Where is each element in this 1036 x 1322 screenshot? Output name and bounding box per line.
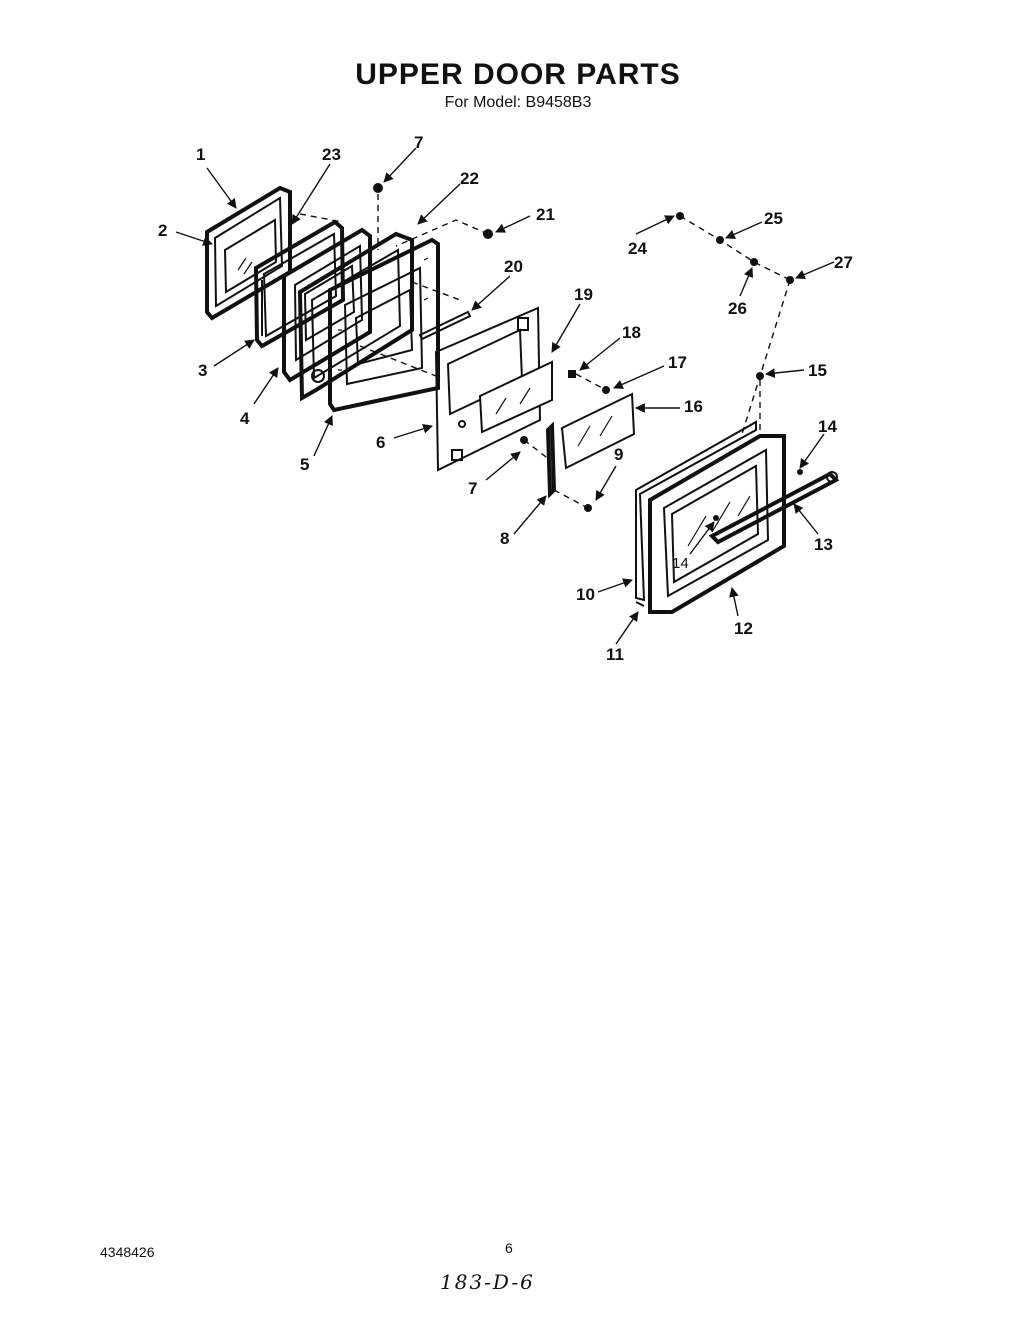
callout-1: 1 <box>196 145 205 164</box>
callout-19: 19 <box>574 285 593 304</box>
assembly-lines <box>299 194 791 509</box>
callout-27: 27 <box>834 253 853 272</box>
callout-12: 12 <box>734 619 753 638</box>
callout-9: 9 <box>614 445 623 464</box>
callout-25: 25 <box>764 209 783 228</box>
door-handle-13 <box>708 471 840 545</box>
callout-7-bottom: 7 <box>468 479 477 498</box>
callout-labels: 1 2 3 4 5 6 7 7 8 9 10 11 12 13 14 14 15… <box>158 133 853 664</box>
callout-8: 8 <box>500 529 509 548</box>
handwritten-code: 183-D-6 <box>440 1270 535 1294</box>
inner-door-panel-22 <box>328 237 440 413</box>
model-subtitle: For Model: B9458B3 <box>444 94 592 111</box>
callout-11: 11 <box>606 645 624 664</box>
page-number: 6 <box>505 1240 513 1256</box>
callout-10: 10 <box>576 585 595 604</box>
outer-door-frame-12 <box>648 434 786 614</box>
callout-13: 13 <box>814 535 833 554</box>
door-panel-3 <box>253 219 346 349</box>
window-glass-19 <box>478 360 553 434</box>
callout-22: 22 <box>460 169 479 188</box>
screw-7-top <box>373 183 383 193</box>
callout-4: 4 <box>240 409 250 428</box>
callout-16: 16 <box>684 397 703 416</box>
callout-5: 5 <box>300 455 309 474</box>
outer-door-panel-10 <box>635 420 757 602</box>
bottom-trim-11 <box>635 601 645 607</box>
callout-14-lower: 14 <box>672 555 689 572</box>
callout-7-top: 7 <box>414 133 423 152</box>
door-panel-4 <box>282 227 372 383</box>
callout-3: 3 <box>198 361 207 380</box>
callout-17: 17 <box>668 353 687 372</box>
inner-door-liner <box>205 185 292 321</box>
window-glass-16 <box>560 392 636 470</box>
callout-15: 15 <box>808 361 827 380</box>
callout-21: 21 <box>536 205 555 224</box>
callout-20: 20 <box>504 257 523 276</box>
callout-26: 26 <box>728 299 747 318</box>
callout-18: 18 <box>622 323 641 342</box>
callout-23: 23 <box>322 145 341 164</box>
callout-24: 24 <box>628 239 647 258</box>
washer-26 <box>750 258 758 266</box>
screw-18 <box>568 370 576 378</box>
door-rod-20 <box>418 310 472 341</box>
callout-6: 6 <box>376 433 385 452</box>
screw-14-upper <box>797 469 803 475</box>
hinge-strip-8 <box>545 421 557 499</box>
leader-lines <box>175 147 835 645</box>
document-number: 4348426 <box>100 1244 155 1260</box>
screw-14-lower <box>713 515 719 521</box>
callout-14-upper: 14 <box>818 417 837 436</box>
callout-2: 2 <box>158 221 167 240</box>
page-title: UPPER DOOR PARTS <box>355 58 681 91</box>
